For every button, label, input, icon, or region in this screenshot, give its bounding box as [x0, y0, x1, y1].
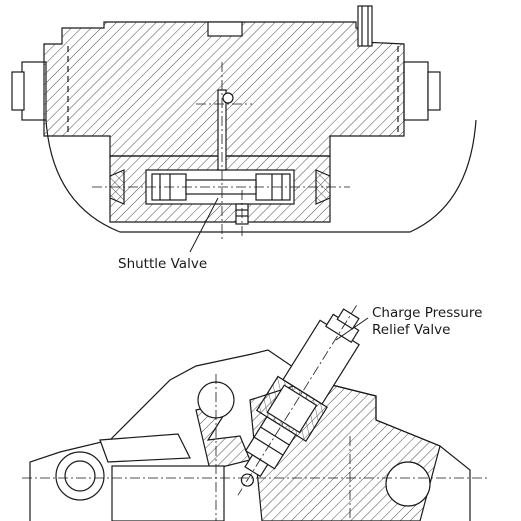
top-section-view [11, 5, 477, 253]
right-end-block [403, 61, 429, 121]
top-right-fitting [357, 5, 373, 47]
shuttle-valve-label: Shuttle Valve [118, 256, 208, 272]
housing-lower-arc [45, 119, 477, 233]
right-boss [385, 461, 431, 507]
bottom-section-view [22, 305, 490, 521]
charge-pressure-label-line1: Charge Pressure [372, 305, 483, 321]
charge-pressure-relief-valve [237, 305, 360, 496]
left-boss [55, 451, 105, 501]
left-end-block [21, 61, 47, 121]
charge-pressure-relief-valve-label: Charge Pressure Relief Valve [372, 305, 482, 339]
charge-pressure-label-line2: Relief Valve [372, 322, 451, 338]
shuttle-valve-leader [189, 197, 219, 253]
charge-pressure-leader [335, 317, 369, 341]
